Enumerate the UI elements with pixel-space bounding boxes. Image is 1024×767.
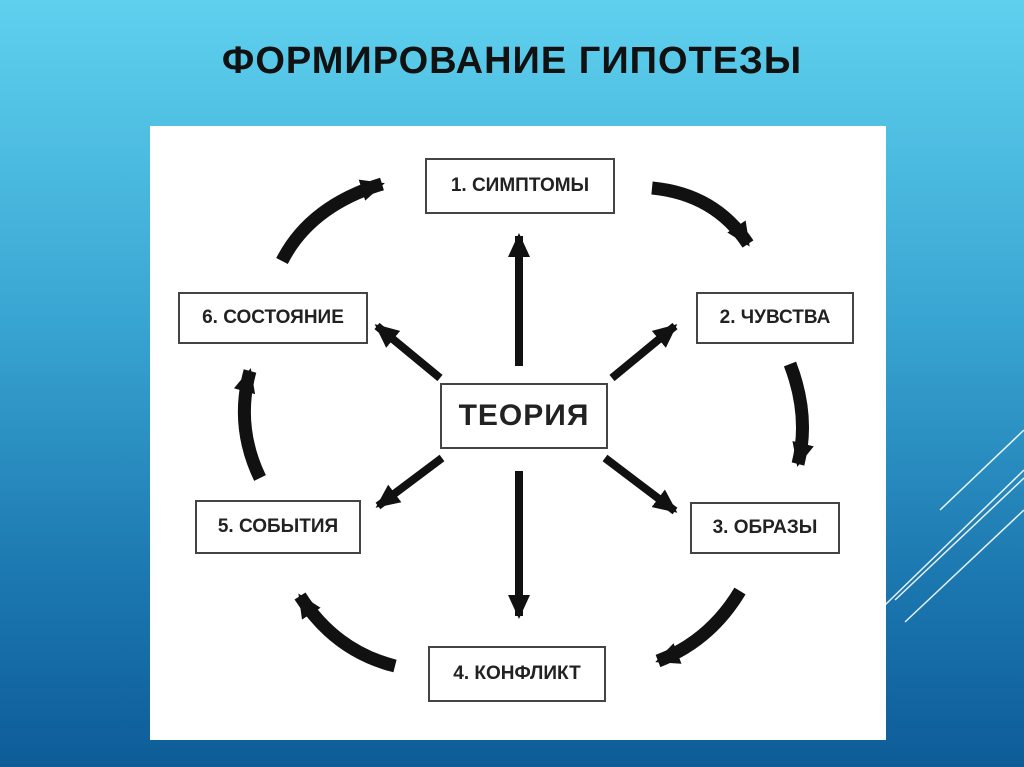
radial-arrow-upper-left	[374, 322, 443, 382]
cycle-arrow-1-2	[651, 181, 754, 248]
radial-arrow-lower-right	[602, 454, 678, 515]
slide-title: ФОРМИРОВАНИЕ ГИПОТЕЗЫ	[221, 40, 803, 82]
diagram-panel: 1. СИМПТОМЫ 2. ЧУВСТВА 3. ОБРАЗЫ 4. КОНФ…	[150, 126, 886, 740]
node-symptoms: 1. СИМПТОМЫ	[425, 158, 615, 214]
node-events: 5. СОБЫТИЯ	[195, 500, 361, 554]
node-images: 3. ОБРАЗЫ	[690, 502, 840, 554]
diagram-arrows	[233, 177, 814, 673]
cycle-arrow-3-4	[655, 587, 746, 668]
node-conflict: 4. КОНФЛИКТ	[428, 646, 606, 702]
cycle-arrow-4-5	[294, 592, 397, 673]
cycle-arrow-5-6	[233, 368, 266, 481]
cycle-arrow-2-3	[783, 361, 814, 467]
node-theory: ТЕОРИЯ	[440, 383, 608, 449]
cycle-arrow-6-1	[276, 177, 385, 265]
radial-arrow-lower-left	[375, 454, 445, 510]
node-feelings: 2. ЧУВСТВА	[696, 292, 854, 344]
node-state: 6. СОСТОЯНИЕ	[178, 292, 368, 344]
radial-arrow-upper-right	[609, 322, 678, 382]
